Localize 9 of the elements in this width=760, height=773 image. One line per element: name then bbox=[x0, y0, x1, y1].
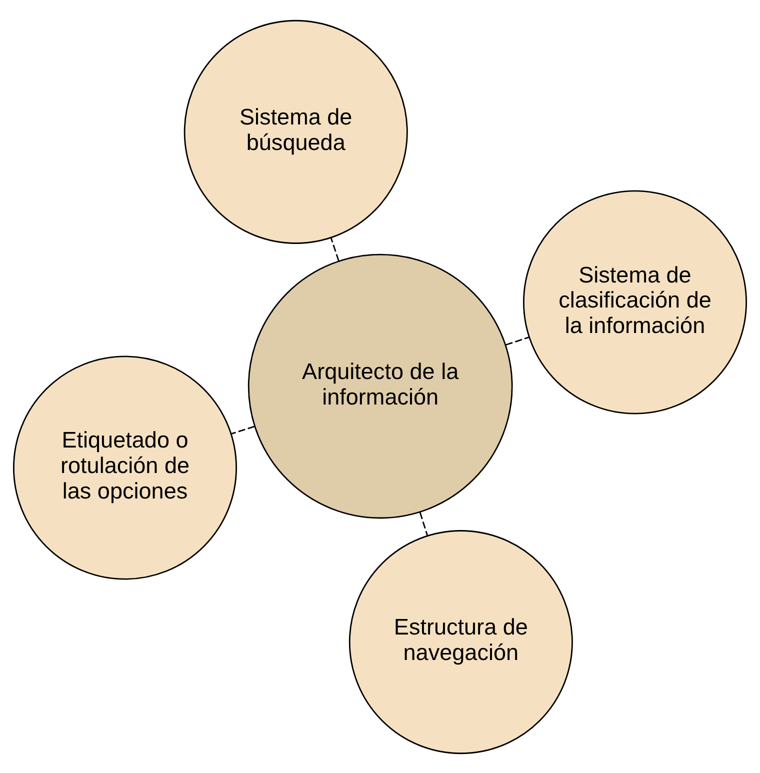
connector bbox=[231, 425, 255, 434]
connector bbox=[419, 512, 428, 536]
connector bbox=[506, 336, 530, 346]
node-circle: Sistema de búsqueda bbox=[184, 19, 408, 244]
node-circle: Estructura de navegación bbox=[348, 530, 573, 754]
node-circle: Etiquetado o rotulación de las opciones bbox=[13, 355, 238, 580]
node-circle: Arquitecto de la información bbox=[248, 253, 513, 518]
node-circle: Sistema de clasificación de la información bbox=[522, 190, 747, 414]
connector bbox=[330, 237, 340, 261]
